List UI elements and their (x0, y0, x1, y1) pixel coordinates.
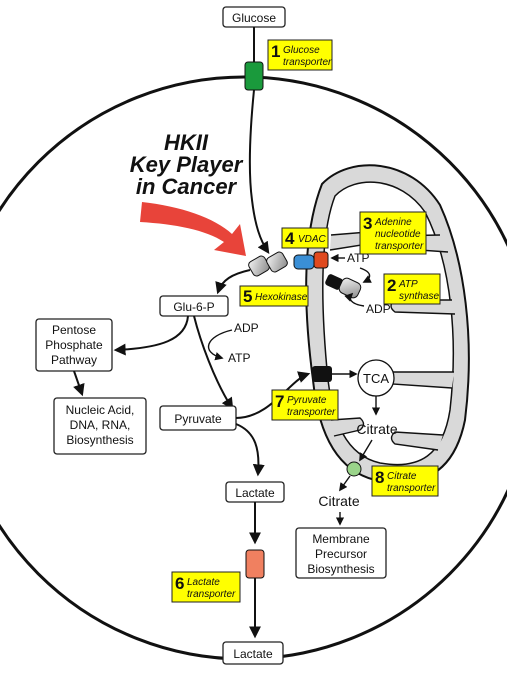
citrate-out-label: Citrate (318, 493, 359, 509)
glucose-label: Glucose (232, 11, 276, 25)
title-line-2: Key Player (130, 152, 244, 177)
label-citrate-transporter: 8 Citrate transporter (371, 465, 439, 497)
label-5-line-1: Hexokinase (255, 292, 308, 303)
citrate-transporter-icon (346, 461, 362, 477)
membrane-line-3: Biosynthesis (307, 562, 374, 576)
hk-to-g6p-arrow (215, 269, 251, 295)
adp-right-label: ADP (366, 302, 391, 316)
atp-left-label: ATP (228, 351, 250, 365)
label-7-line-2: transporter (287, 407, 336, 418)
big-red-arrow-icon (140, 202, 246, 256)
membrane-line-1: Membrane (312, 532, 370, 546)
lactate-in-label: Lactate (235, 486, 275, 500)
label-lactate-transporter: 6 Lactate transporter (171, 571, 241, 603)
label-4-line-1: VDAC (298, 234, 327, 245)
ant-icon (313, 251, 329, 269)
citrate-out-arrow (339, 475, 351, 492)
title-line-3: in Cancer (136, 174, 238, 199)
nucleic-line-2: DNA, RNA, (70, 418, 131, 432)
g6p-to-pyruvate-arrow (193, 315, 234, 411)
hexokinase-icon (248, 251, 288, 277)
atp-synthase-loop-arrow (359, 267, 372, 283)
glucose-transporter-icon (244, 61, 264, 91)
label-2-line-1: ATP (398, 279, 418, 290)
glucose-arrow (248, 89, 270, 254)
nucleic-box (53, 397, 147, 455)
label-6-line-2: transporter (187, 589, 236, 600)
ppp-line-2: Phosphate (45, 338, 103, 352)
lactate-out-label: Lactate (233, 647, 273, 661)
vdac-icon (293, 254, 315, 270)
tca-label: TCA (363, 371, 389, 386)
label-3-line-3: transporter (375, 241, 424, 252)
label-1-num: 1 (271, 42, 280, 61)
glu6p-label: Glu-6-P (173, 300, 214, 314)
pyruvate-label: Pyruvate (174, 412, 222, 426)
membrane-box (295, 527, 387, 579)
label-4-num: 4 (285, 229, 295, 248)
label-6-line-1: Lactate (187, 577, 220, 588)
adp-atp-arrow (207, 329, 233, 361)
label-pyruvate-transporter: 7 Pyruvate transporter (271, 389, 339, 421)
adp-arrow (344, 292, 365, 307)
label-8-line-1: Citrate (387, 471, 417, 482)
label-8-line-2: transporter (387, 483, 436, 494)
g6p-to-ppp-arrow (113, 315, 189, 356)
membrane-line-2: Precursor (315, 547, 367, 561)
label-atp-synthase: 2 ATP synthase (383, 273, 441, 305)
label-3-line-1: Adenine (374, 217, 412, 228)
label-glucose-transporter: 1 Glucose transporter (267, 39, 333, 71)
lactate-transporter-icon (245, 549, 265, 579)
ppp-to-nucleic-arrow (73, 370, 85, 397)
label-3-line-2: nucleotide (375, 229, 421, 240)
label-7-line-1: Pyruvate (287, 395, 327, 406)
label-2-num: 2 (387, 276, 396, 295)
label-2-line-2: synthase (399, 291, 439, 302)
ppp-line-3: Pathway (51, 353, 97, 367)
label-hexokinase: 5 Hexokinase (239, 285, 309, 307)
label-8-num: 8 (375, 468, 384, 487)
label-6-num: 6 (175, 574, 184, 593)
label-adenine-nucleotide-transporter: 3 Adenine nucleotide transporter (359, 211, 427, 255)
pyruvate-transporter-icon (312, 366, 332, 382)
adp-left-label: ADP (234, 321, 259, 335)
nucleic-line-1: Nucleic Acid, (66, 403, 135, 417)
nucleic-line-3: Biosynthesis (66, 433, 133, 447)
pyruvate-to-lactate-arrow (235, 423, 265, 477)
label-3-num: 3 (363, 214, 372, 233)
label-7-num: 7 (275, 392, 284, 411)
citrate-to-transporter-arrow (359, 439, 373, 462)
label-1-line-1: Glucose (283, 45, 320, 56)
ppp-line-1: Pentose (52, 323, 96, 337)
citrate-in-label: Citrate (356, 421, 397, 437)
lactate-out-box (222, 641, 284, 665)
label-5-num: 5 (243, 287, 252, 306)
title-line-1: HKII (164, 130, 209, 155)
label-1-line-2: transporter (283, 57, 332, 68)
label-vdac: 4 VDAC (281, 227, 329, 249)
